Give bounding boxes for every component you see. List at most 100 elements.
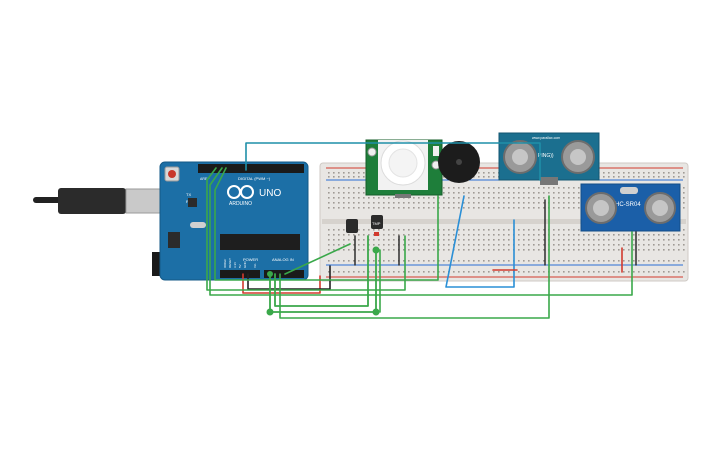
hcsr04-crystal <box>620 187 638 194</box>
breadboard-hole <box>543 187 545 189</box>
wire-junction-3[interactable] <box>372 246 380 254</box>
breadboard-hole <box>333 172 335 174</box>
breadboard-hole <box>453 234 455 236</box>
wire-junction-1[interactable] <box>266 308 274 316</box>
breadboard-hole <box>538 207 540 209</box>
breadboard-hole <box>593 271 595 273</box>
breadboard-hole <box>678 249 680 251</box>
breadboard-hole <box>683 239 685 241</box>
hcsr04-transducer-right-inner <box>652 200 668 216</box>
wire-blue-buzzer[interactable] <box>445 195 515 288</box>
breadboard-hole <box>433 234 435 236</box>
wire-green-4[interactable] <box>269 249 377 313</box>
tmp-body[interactable] <box>371 215 383 229</box>
led-red[interactable] <box>374 232 379 236</box>
wire-green-5[interactable] <box>274 235 369 307</box>
breadboard-hole <box>333 244 335 246</box>
breadboard-hole <box>633 234 635 236</box>
breadboard-hole <box>468 239 470 241</box>
breadboard-hole <box>673 176 675 178</box>
breadboard-hole <box>603 234 605 236</box>
breadboard-hole <box>538 249 540 251</box>
breadboard-hole <box>573 239 575 241</box>
breadboard-hole <box>483 176 485 178</box>
wire-green-2[interactable] <box>206 167 406 291</box>
breadboard-hole <box>648 234 650 236</box>
breadboard-hole <box>388 229 390 231</box>
hcsr04-sensor[interactable]: HC-SR04 <box>580 183 681 232</box>
breadboard-hole <box>523 271 525 273</box>
breadboard-hole <box>603 239 605 241</box>
breadboard-hole <box>463 234 465 236</box>
breadboard-hole <box>553 260 555 262</box>
breadboard-hole <box>508 192 510 194</box>
breadboard-hole <box>548 187 550 189</box>
arduino-uno[interactable]: DIGITAL (PWM ~) AREF TX RX UNO ARDUINO P… <box>33 161 309 281</box>
breadboard-hole <box>418 202 420 204</box>
breadboard-hole <box>603 260 605 262</box>
breadboard-hole <box>423 202 425 204</box>
wire-black-gnd[interactable] <box>247 265 331 290</box>
breadboard-hole <box>333 192 335 194</box>
breadboard-hole <box>493 207 495 209</box>
breadboard-hole <box>383 249 385 251</box>
wire-green-1[interactable] <box>209 167 633 296</box>
breadboard-hole <box>408 249 410 251</box>
wires[interactable] <box>206 142 637 319</box>
ping-label: PING)) <box>538 153 554 159</box>
breadboard-hole <box>533 260 535 262</box>
breadboard-hole <box>683 229 685 231</box>
breadboard-hole <box>568 260 570 262</box>
breadboard-hole <box>513 192 515 194</box>
breadboard-hole <box>633 172 635 174</box>
ping-sensor[interactable]: www.parallax.com PING)) <box>498 132 600 185</box>
photoresistor[interactable] <box>346 219 358 233</box>
crystal <box>190 222 206 228</box>
breadboard-hole <box>543 239 545 241</box>
breadboard-hole <box>503 197 505 199</box>
breadboard-hole <box>643 239 645 241</box>
piezo-buzzer[interactable] <box>438 141 480 183</box>
breadboard-hole <box>463 271 465 273</box>
breadboard-hole <box>633 239 635 241</box>
breadboard-hole <box>553 271 555 273</box>
breadboard-hole <box>618 176 620 178</box>
tmp-sensor[interactable]: TMP <box>371 215 383 229</box>
wire-junction-4[interactable] <box>267 271 273 277</box>
wire-junction-2[interactable] <box>372 308 380 316</box>
breadboard-hole <box>623 260 625 262</box>
breadboard-hole <box>358 244 360 246</box>
breadboard-hole <box>478 249 480 251</box>
breadboard-hole <box>498 187 500 189</box>
vin-label: Vin <box>253 263 257 268</box>
wire-green-3[interactable] <box>214 167 439 281</box>
v5-label: 5V <box>238 264 242 268</box>
breadboard-hole <box>458 207 460 209</box>
breadboard-hole <box>333 229 335 231</box>
breadboard-hole <box>383 244 385 246</box>
breadboard-hole <box>363 229 365 231</box>
breadboard-hole <box>468 271 470 273</box>
breadboard-hole <box>643 176 645 178</box>
wire-teal-ping[interactable] <box>245 142 541 181</box>
wire-red-power[interactable] <box>242 273 321 294</box>
breadboard-hole <box>658 234 660 236</box>
wire-green-6[interactable] <box>279 195 550 319</box>
breadboard-hole <box>448 192 450 194</box>
breadboard-hole <box>463 202 465 204</box>
breadboard-hole <box>523 229 525 231</box>
breadboard-hole <box>633 244 635 246</box>
wire-green-7[interactable] <box>284 243 351 275</box>
breadboard-hole <box>503 234 505 236</box>
breadboard-hole <box>543 197 545 199</box>
breadboard-hole <box>633 260 635 262</box>
breadboard-hole <box>618 244 620 246</box>
pir-sensor[interactable] <box>365 139 443 198</box>
breadboard-hole <box>443 192 445 194</box>
breadboard-hole <box>418 271 420 273</box>
breadboard-hole <box>488 176 490 178</box>
breadboard-hole <box>503 202 505 204</box>
breadboard-hole <box>478 187 480 189</box>
breadboard-hole <box>418 239 420 241</box>
